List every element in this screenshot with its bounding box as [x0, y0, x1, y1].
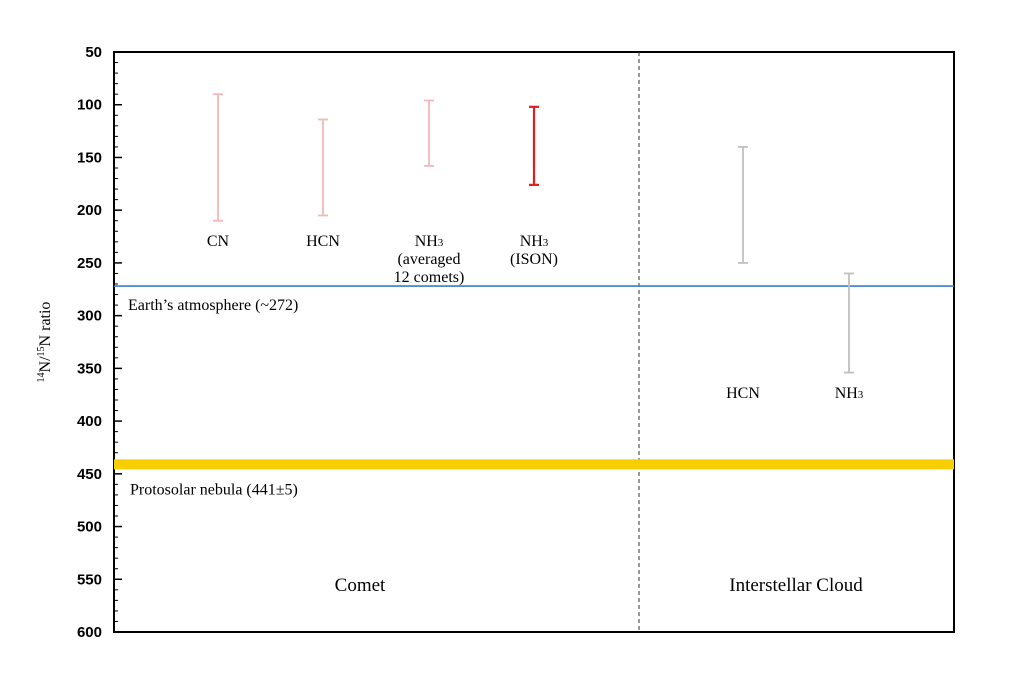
y-tick-label: 550: [77, 571, 102, 588]
y-tick-label: 50: [85, 44, 102, 61]
reference-line-label: Protosolar nebula (441±5): [130, 481, 298, 498]
series-label-text: (ISON): [510, 251, 558, 268]
series-label-text: HCN: [726, 385, 760, 402]
series-label-text: HCN: [306, 233, 340, 250]
plot-frame: [113, 51, 955, 633]
axis-title-text: N/: [37, 356, 54, 373]
series-label-text: CN: [207, 233, 230, 250]
axis-title-superscript: 15: [36, 346, 47, 356]
region-label: Interstellar Cloud: [729, 575, 863, 596]
series-label-text: (averaged: [397, 251, 460, 268]
labels-layer: Comet Interstellar Cloud Earth’s atmospher…: [128, 233, 864, 596]
reference-lines-layer: [114, 285, 954, 470]
y-tick-label: 150: [77, 149, 102, 166]
series-label-text: NH: [415, 233, 439, 250]
series-label: NH3: [520, 233, 549, 250]
series-label: (ISON): [510, 251, 558, 268]
series-label-subscript: 3: [858, 389, 864, 401]
series-label: CN: [207, 233, 230, 250]
series-label: HCN: [306, 233, 340, 250]
y-tick-label: 300: [77, 308, 102, 325]
protosolar-band: [114, 459, 954, 470]
y-tick-label: 600: [77, 624, 102, 641]
series-label: 12 comets): [394, 269, 465, 286]
series-label-text: NH: [520, 233, 544, 250]
y-tick-label: 450: [77, 466, 102, 483]
series-label: NH3: [835, 385, 864, 402]
series-label: HCN: [726, 385, 760, 402]
axis-title-text: N ratio: [37, 302, 54, 347]
series-label: NH3: [415, 233, 444, 250]
y-tick-label: 250: [77, 255, 102, 272]
series-label-text: 12 comets): [394, 269, 465, 286]
y-tick-label: 100: [77, 97, 102, 114]
axes-layer: 50 100 150 200 250 300 350 400 450 500 550 600 14N/1…: [36, 44, 955, 641]
y-tick-label: 500: [77, 519, 102, 536]
series-label-subscript: 3: [543, 237, 549, 249]
series-label-text: NH: [835, 385, 859, 402]
series-label: (averaged: [397, 251, 460, 268]
error-bars-layer: [213, 93, 854, 374]
axis-title-superscript: 14: [36, 372, 47, 382]
y-tick-label: 200: [77, 202, 102, 219]
series-label-subscript: 3: [438, 237, 444, 249]
reference-line-label: Earth’s atmosphere (~272): [128, 297, 298, 314]
region-label: Comet: [335, 575, 386, 596]
y-tick-label: 400: [77, 413, 102, 430]
y-tick-label: 350: [77, 360, 102, 377]
y-axis-title: 14N/15N ratio: [36, 302, 54, 383]
